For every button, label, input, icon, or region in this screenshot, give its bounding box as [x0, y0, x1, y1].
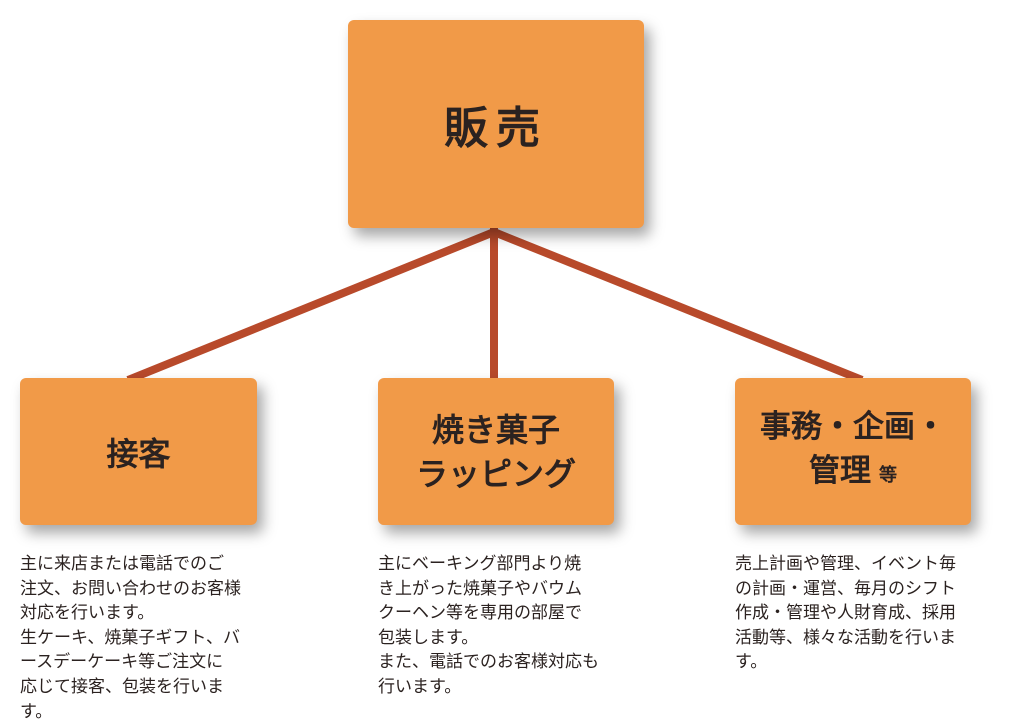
- description-admin-planning: 売上計画や管理、イベント毎 の計画・運営、毎月のシフト 作成・管理や人財育成、採…: [735, 552, 985, 675]
- desc-line: また、電話でのお客様対応も: [378, 652, 599, 673]
- description-baked-goods-wrapping: 主にベーキング部門より焼 き上がった焼菓子やバウム クーヘン等を専用の部屋で 包…: [378, 552, 628, 700]
- node-label: 接客: [106, 434, 171, 473]
- desc-line: 活動等、様々な活動を行いま: [735, 627, 956, 648]
- desc-line: す。: [20, 701, 53, 722]
- connector-left: [126, 228, 496, 384]
- desc-line: 作成・管理や人財育成、採用: [735, 603, 956, 624]
- desc-line: き上がった焼菓子やバウム: [378, 578, 582, 599]
- desc-line: 行います。: [378, 676, 462, 697]
- node-admin-planning: 事務・企画・ 管理等: [735, 378, 971, 525]
- desc-line: 包装します。: [378, 627, 479, 648]
- desc-line: 売上計画や管理、イベント毎: [735, 554, 956, 574]
- node-label-line: 事務・企画・: [760, 409, 946, 445]
- node-label-line: ラッピング: [415, 454, 576, 493]
- desc-line: 生ケーキ、焼菓子ギフト、バ: [20, 627, 240, 648]
- node-customer-service: 接客: [20, 378, 257, 525]
- desc-line: 主にベーキング部門より焼: [378, 554, 582, 574]
- desc-line: す。: [735, 652, 768, 673]
- node-label-line: 焼き菓子: [431, 410, 560, 449]
- connector-right: [492, 228, 864, 384]
- desc-line: クーヘン等を専用の部屋で: [378, 603, 582, 624]
- description-customer-service: 主に来店または電話でのご 注文、お問い合わせのお客様 対応を行います。 生ケーキ…: [20, 552, 270, 724]
- desc-line: 主に来店または電話でのご: [20, 554, 224, 574]
- desc-line: 応じて接客、包装を行いま: [20, 676, 224, 697]
- root-node-sales: 販売: [348, 20, 644, 228]
- desc-line: 注文、お問い合わせのお客様: [20, 578, 241, 599]
- desc-line: 対応を行います。: [20, 603, 155, 624]
- node-label-line: 管理: [809, 453, 871, 489]
- node-label-suffix: 等: [879, 465, 897, 486]
- root-label: 販売: [444, 103, 548, 154]
- desc-line: の計画・運営、毎月のシフト: [735, 578, 956, 599]
- node-baked-goods-wrapping: 焼き菓子 ラッピング: [378, 378, 614, 525]
- desc-line: ースデーケーキ等ご注文に: [20, 652, 224, 673]
